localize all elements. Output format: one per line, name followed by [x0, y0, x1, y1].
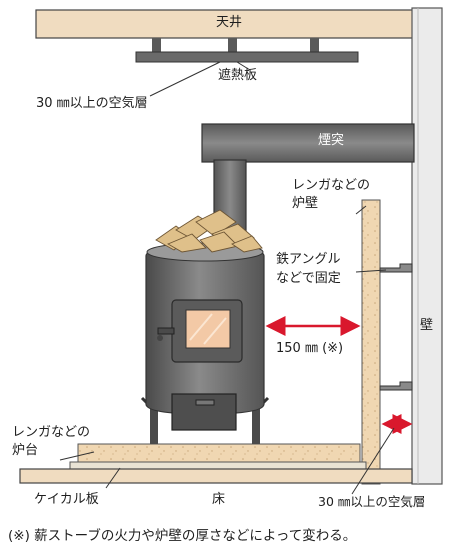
firewood-stones — [155, 209, 263, 253]
footnote: (※) 薪ストーブの火力や炉壁の厚さなどによって変わる。 — [8, 528, 357, 544]
ceiling-gap-label: 30 ㎜以上の空気層 — [36, 96, 148, 111]
calcium-board-leader — [105, 467, 121, 489]
steel-angle-leader — [355, 269, 387, 273]
steel-angle-label-1: 鉄アングル — [276, 252, 341, 267]
steel-angle-label-2: などで固定 — [276, 271, 341, 286]
ceiling-label: 天井 — [216, 15, 243, 30]
brick-hearth — [77, 443, 361, 463]
brick-fire-wall — [361, 199, 381, 485]
wood-stove — [140, 242, 270, 444]
ceiling-beam — [35, 9, 419, 39]
heat-shield-leader — [236, 61, 251, 71]
brick-wall-label-2: 炉壁 — [292, 196, 319, 211]
wall-label: 壁 — [420, 318, 434, 333]
steel-angle-bracket — [379, 263, 413, 391]
floor-label: 床 — [212, 492, 226, 507]
clearance-label: 150 ㎜ (※) — [276, 341, 344, 356]
wall-gap-leader — [351, 427, 395, 495]
heat-shield-label: 遮熱板 — [218, 68, 258, 83]
wall — [411, 7, 443, 485]
brick-wall-label-1: レンガなどの — [292, 178, 371, 193]
chimney-horizontal — [201, 123, 415, 163]
chimney-label: 煙突 — [318, 133, 345, 148]
hearth-leader — [59, 451, 95, 461]
calcium-silicate-board — [69, 461, 367, 470]
brick-hearth-label-2: 炉台 — [12, 443, 39, 458]
floor — [19, 468, 413, 484]
heat-shield — [135, 38, 359, 63]
ceiling-gap-leader — [149, 61, 221, 97]
brick-hearth-label-1: レンガなどの — [12, 425, 91, 440]
brick-wall-leader — [355, 205, 367, 215]
wall-gap-label: 30 ㎜以上の空気層 — [318, 494, 426, 509]
calcium-board-label: ケイカル板 — [34, 492, 99, 507]
